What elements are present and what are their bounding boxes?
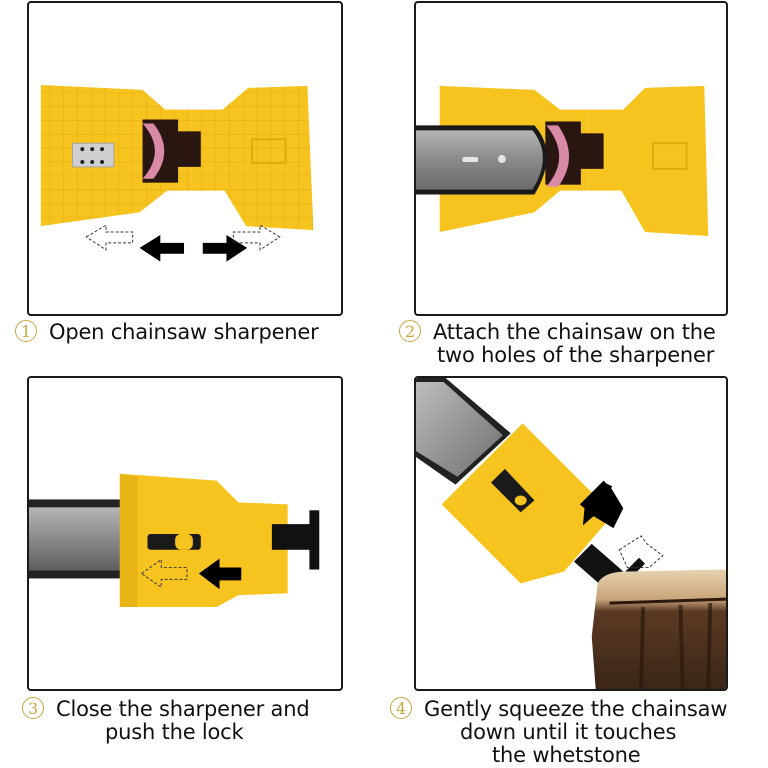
- step-2-text-line-1: Attach the chainsaw on the: [433, 320, 716, 344]
- step-3-caption: 3 Close the sharpener and push the lock: [22, 697, 310, 744]
- arrow-left-dashed-icon: [85, 224, 134, 251]
- open-sharpener-illustration: [40, 84, 314, 262]
- squeeze-chainsaw-illustration: [416, 378, 726, 689]
- sharpener-right-half: [588, 85, 709, 236]
- chainsaw-bar: [416, 125, 547, 195]
- attach-chainsaw-illustration: [416, 85, 709, 236]
- step-4-image: [414, 376, 728, 691]
- step-3-image: [27, 376, 343, 691]
- step-number-badge: 3: [22, 697, 44, 719]
- arrow-right-solid-icon: [202, 235, 248, 262]
- step-4-caption: 4 Gently squeeze the chainsaw down until …: [390, 697, 728, 767]
- arrow-left-dashed-icon: [140, 558, 188, 589]
- step-1-caption: 1 Open chainsaw sharpener: [15, 320, 319, 344]
- lock-slider: [491, 468, 535, 513]
- arrow-down-right-dashed-icon: [618, 535, 664, 569]
- step-4-text-line-3: the whetstone: [492, 743, 641, 767]
- step-1-text: Open chainsaw sharpener: [49, 320, 319, 344]
- metal-plate: [72, 142, 115, 168]
- arrow-right-dashed-icon: [232, 224, 281, 251]
- step-number-badge: 1: [15, 320, 37, 342]
- tree-stump: [591, 569, 726, 689]
- whetstone: [546, 125, 570, 187]
- step-number-badge: 4: [390, 697, 412, 719]
- step-1-image: [27, 1, 343, 316]
- step-2-text-line-2: two holes of the sharpener: [437, 343, 715, 367]
- step-3-text-line-1: Close the sharpener and: [56, 697, 310, 721]
- lock-slider: [147, 533, 201, 550]
- arrow-left-solid-icon: [198, 558, 242, 590]
- step-number-badge: 2: [399, 320, 421, 342]
- sharpener-closed: [119, 473, 288, 608]
- arrow-down-right-solid-icon: [579, 480, 624, 529]
- close-sharpener-illustration: [29, 473, 320, 608]
- whetstone: [142, 123, 165, 179]
- step-2-caption: 2 Attach the chainsaw on the two holes of…: [399, 320, 716, 367]
- step-4-text-line-1: Gently squeeze the chainsaw: [424, 697, 728, 721]
- sharpener-right-half: [191, 85, 314, 231]
- step-3-text-line-2: push the lock: [105, 720, 244, 744]
- chainsaw-bar: [29, 499, 128, 579]
- step-4-text-line-2: down until it touches: [460, 720, 677, 744]
- chainsaw-bar: [416, 378, 511, 485]
- arrow-left-solid-icon: [139, 235, 185, 262]
- step-2-image: [414, 1, 728, 316]
- whetstone-knob: [271, 510, 320, 570]
